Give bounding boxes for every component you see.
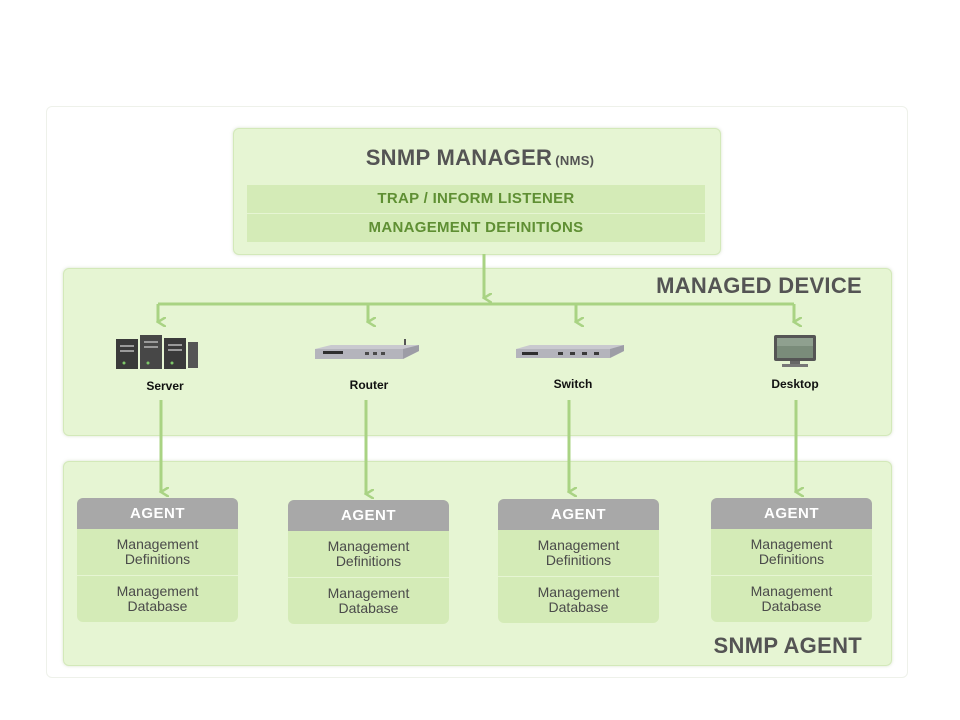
desktop-icon (774, 335, 816, 367)
agent-management-database: Management Database (537, 584, 620, 615)
device-label-server: Server (146, 379, 184, 393)
managed-device-title: MANAGED DEVICE (656, 273, 862, 298)
trap-inform-listener-row: TRAP / INFORM LISTENER (247, 185, 705, 213)
agent-header: AGENT (711, 498, 872, 529)
manager-title-suffix: (NMS) (555, 153, 595, 168)
agent-management-definitions: Management Definitions (288, 531, 449, 578)
router-icon (315, 339, 419, 359)
managed-device-panel (63, 268, 892, 436)
management-definitions-row: MANAGEMENT DEFINITIONS (247, 214, 705, 242)
agent-box-server: AGENT Management Definitions Management … (77, 498, 238, 622)
device-label-desktop: Desktop (771, 377, 819, 391)
agent-management-definitions: Management Definitions (77, 529, 238, 576)
agent-box-desktop: AGENT Management Definitions Management … (711, 498, 872, 622)
device-label-router: Router (349, 378, 389, 392)
agent-box-router: AGENT Management Definitions Management … (288, 500, 449, 624)
agent-management-definitions: Management Definitions (711, 529, 872, 576)
switch-icon (516, 345, 624, 358)
snmp-manager-title: SNMP MANAGER(NMS) (0, 145, 960, 171)
agent-management-definitions: Management Definitions (498, 530, 659, 577)
device-label-switch: Switch (553, 377, 593, 391)
snmp-agent-title: SNMP AGENT (713, 633, 862, 658)
manager-title-text: SNMP MANAGER (365, 145, 553, 170)
agent-header: AGENT (498, 499, 659, 530)
server-icon (116, 335, 198, 369)
agent-header: AGENT (288, 500, 449, 531)
agent-management-database: Management Database (750, 583, 833, 614)
agent-header: AGENT (77, 498, 238, 529)
agent-management-database: Management Database (327, 585, 410, 616)
agent-box-switch: AGENT Management Definitions Management … (498, 499, 659, 623)
agent-management-database: Management Database (116, 583, 199, 614)
